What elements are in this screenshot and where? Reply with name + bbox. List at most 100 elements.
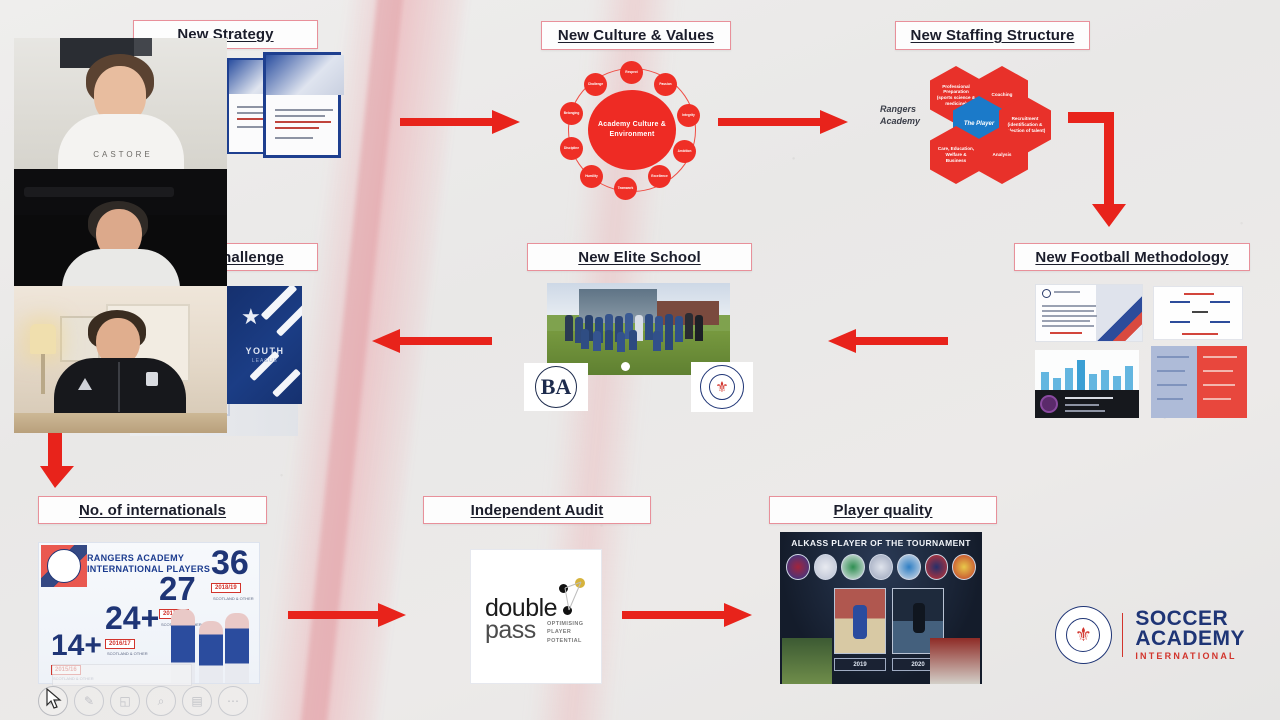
rangers-fc-crest-logo[interactable]: ⚜	[691, 362, 753, 412]
methodology-thumb-philosophy-doc[interactable]	[1035, 284, 1143, 342]
tshirt-print: CASTORE	[93, 150, 153, 159]
staffing-section-label: Rangers Academy	[880, 104, 921, 126]
bar-label-2018-19: 2018/19	[211, 583, 241, 593]
club-crest-real-madrid	[813, 554, 838, 580]
elite-school-photo[interactable]	[547, 283, 730, 375]
club-crest-row	[786, 554, 977, 580]
culture-node[interactable]: Humility	[580, 165, 603, 188]
arrow-internationals-to-audit	[288, 600, 406, 630]
logo-dot-icon	[575, 578, 585, 588]
culture-circle-diagram[interactable]: Academy Culture & Environment Respect Pa…	[558, 58, 706, 203]
label-text: hallenge	[222, 248, 284, 266]
culture-node[interactable]: Discipline	[560, 137, 583, 160]
culture-node[interactable]: Passion	[654, 73, 677, 96]
background-lamp	[30, 324, 56, 354]
video-tile-participant-1[interactable]: CASTORE	[14, 38, 227, 169]
label-text: No. of internationals	[78, 501, 227, 519]
club-crest-al-sadd	[952, 554, 977, 580]
culture-node[interactable]: Belonging	[560, 102, 583, 125]
bar-value-2017-18: 27	[159, 570, 196, 607]
jacket-zip	[118, 362, 120, 412]
label-text: New Staffing Structure	[910, 27, 1075, 44]
cyl-subtitle: LEAGUE	[251, 358, 279, 364]
whiteboard-toolbar[interactable]: ➤ ✎ ◱ ⌕ ▤ ⋯	[38, 686, 288, 716]
club-crest-psg	[924, 554, 949, 580]
bar-note-2018-19: SCOTLAND & OTHER	[213, 596, 254, 601]
award-side-photo-left	[782, 638, 832, 684]
soccer-academy-international-logo[interactable]: ⚜ SOCCER ACADEMY INTERNATIONAL	[1055, 600, 1245, 670]
strategy-document-thumbnail-2[interactable]	[263, 52, 344, 158]
culture-node[interactable]: Challenge	[584, 73, 607, 96]
double-pass-logo[interactable]: double pass OPTIMISING PLAYER POTENTIAL	[470, 549, 602, 684]
culture-node[interactable]: Respect	[620, 61, 643, 84]
video-tile-participant-3[interactable]	[14, 286, 227, 413]
lion-rampant-icon: ⚜	[715, 378, 729, 396]
sai-line-2: ACADEMY	[1135, 626, 1245, 650]
culture-node[interactable]: Excellence	[648, 165, 671, 188]
label-new-culture-values[interactable]: New Culture & Values	[541, 21, 731, 50]
logo-tagline: OPTIMISING PLAYER POTENTIAL	[547, 621, 584, 644]
participant-torso	[58, 114, 184, 169]
text-tool-icon[interactable]: ▤	[182, 686, 212, 716]
culture-hub: Academy Culture & Environment	[588, 90, 676, 170]
arrow-culture-to-staffing	[718, 107, 848, 137]
bucclair-academy-seal[interactable]: BA	[524, 363, 588, 411]
internationals-infographic[interactable]: RANGERS ACADEMY INTERNATIONAL PLAYERS 14…	[38, 542, 260, 684]
alkass-banner-title: ALKASS PLAYER OF THE TOURNAMENT	[791, 538, 971, 548]
label-new-staffing-structure[interactable]: New Staffing Structure	[895, 21, 1090, 50]
logo-connector-lines	[564, 581, 582, 611]
team-group	[565, 311, 715, 355]
label-new-football-methodology[interactable]: New Football Methodology	[1014, 243, 1250, 271]
staffing-hex-analysis[interactable]: Analysis	[976, 126, 1028, 184]
logo-line-1: double	[485, 594, 558, 622]
cyl-title: YOUTH	[245, 346, 285, 356]
arrow-audit-to-player-quality	[622, 600, 752, 630]
champions-youth-league-slide[interactable]: ★ YOUTH LEAGUE	[227, 286, 302, 404]
club-crest-sporting	[841, 554, 866, 580]
methodology-thumb-session-slide[interactable]	[1035, 390, 1139, 418]
infographic-title: RANGERS ACADEMY INTERNATIONAL PLAYERS	[87, 553, 211, 575]
label-text: New Elite School	[578, 248, 701, 266]
award-photo-panel-1[interactable]	[834, 588, 886, 654]
crest-outer-ring: ⚜	[700, 365, 744, 409]
football-methodology-thumbnails[interactable]	[1035, 284, 1250, 422]
label-no-of-internationals[interactable]: No. of internationals	[38, 496, 267, 524]
bar-value-2015-16: 14+	[51, 629, 102, 662]
arrow-challenge-to-internationals	[40, 416, 74, 488]
star-icon: ★	[241, 304, 261, 329]
label-new-elite-school[interactable]: New Elite School	[527, 243, 752, 271]
arrow-strategy-to-culture	[400, 107, 520, 137]
arrow-methodology-to-school	[816, 326, 948, 356]
staffing-hex-care-education[interactable]: Care, Education, Welfare & Business	[930, 126, 982, 184]
alkass-player-of-tournament-panel[interactable]: ALKASS PLAYER OF THE TOURNAMENT 2019 202…	[780, 532, 982, 684]
bar-label-2016-17: 2016/17	[105, 639, 135, 649]
label-independent-audit[interactable]: Independent Audit	[423, 496, 651, 524]
bar-value-2018-19: 36	[211, 544, 249, 582]
label-text: Independent Audit	[470, 501, 604, 519]
bar-note-2016-17: SCOTLAND & OTHER	[107, 651, 148, 656]
seal-ring: BA	[535, 366, 577, 408]
participant-torso	[62, 249, 180, 286]
arrow-staffing-to-methodology	[1068, 112, 1142, 227]
culture-node[interactable]: Integrity	[677, 104, 700, 127]
methodology-thumb-curriculum-matrix[interactable]	[1151, 346, 1247, 418]
rangers-crest-icon: ⚜	[1055, 606, 1112, 664]
staffing-structure-diagram[interactable]: Rangers Academy Professional Preparation…	[880, 60, 1065, 190]
club-crest-barcelona	[786, 554, 810, 580]
video-tile-participant-4-partial[interactable]	[14, 413, 227, 433]
culture-node[interactable]: Ambition	[673, 140, 696, 163]
crest-inner-ring: ⚜	[709, 374, 735, 400]
pen-tool-icon[interactable]: ✎	[74, 686, 104, 716]
zoom-tool-icon[interactable]: ⌕	[146, 686, 176, 716]
video-tile-participant-2[interactable]	[14, 169, 227, 286]
culture-node[interactable]: Teamwork	[614, 177, 637, 200]
eraser-tool-icon[interactable]: ◱	[110, 686, 140, 716]
methodology-thumb-tactical-diagram[interactable]	[1153, 286, 1243, 340]
label-player-quality[interactable]: Player quality	[769, 496, 997, 524]
chat-input-box[interactable]	[52, 664, 192, 686]
rangers-crest-icon	[146, 372, 158, 386]
methodology-thumb-bar-chart[interactable]	[1035, 350, 1139, 394]
mouse-cursor	[46, 688, 62, 709]
more-tool-icon[interactable]: ⋯	[218, 686, 248, 716]
